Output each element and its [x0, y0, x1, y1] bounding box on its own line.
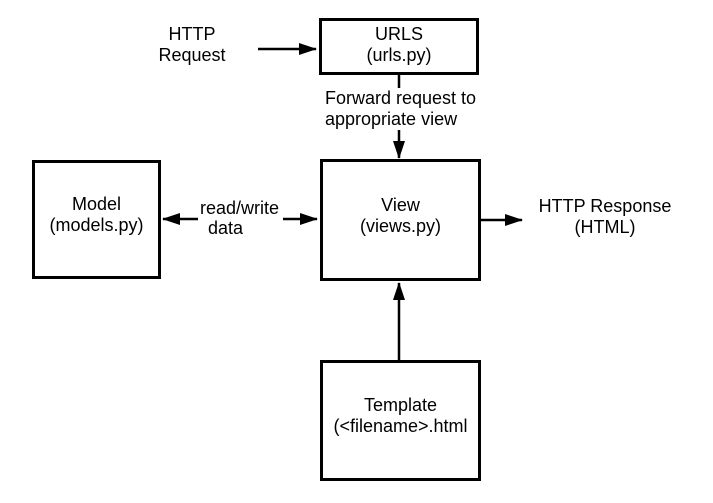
template-box-subtitle: (<filename>.html	[333, 416, 468, 436]
template-box: Template (<filename>.html	[320, 360, 481, 481]
http-request-label-line2: Request	[158, 45, 226, 65]
urls-box: URLS (urls.py)	[319, 18, 479, 75]
urls-box-title: URLS	[374, 24, 423, 44]
forward-request-label-line2: appropriate view	[325, 109, 458, 129]
http-response-label-line1: HTTP Response	[538, 196, 672, 216]
template-box-title: Template	[363, 395, 438, 415]
view-box: View (views.py)	[320, 159, 481, 281]
forward-request-label: Forward request to appropriate view	[325, 88, 477, 130]
forward-request-label-line1: Forward request to	[325, 88, 477, 108]
urls-box-subtitle: (urls.py)	[366, 45, 432, 65]
http-request-label: HTTP Request	[142, 24, 242, 66]
model-box-title: Model	[71, 194, 122, 214]
model-box: Model (models.py)	[32, 160, 161, 279]
view-box-title: View	[381, 195, 420, 215]
read-write-label-line1: read/write	[200, 198, 280, 218]
view-box-subtitle: (views.py)	[359, 216, 441, 236]
http-response-label: HTTP Response (HTML)	[524, 196, 686, 238]
http-response-label-line2: (HTML)	[574, 217, 636, 237]
read-write-label-line2: data	[208, 218, 244, 238]
model-box-subtitle: (models.py)	[49, 215, 144, 235]
http-request-label-line1: HTTP	[168, 24, 216, 44]
